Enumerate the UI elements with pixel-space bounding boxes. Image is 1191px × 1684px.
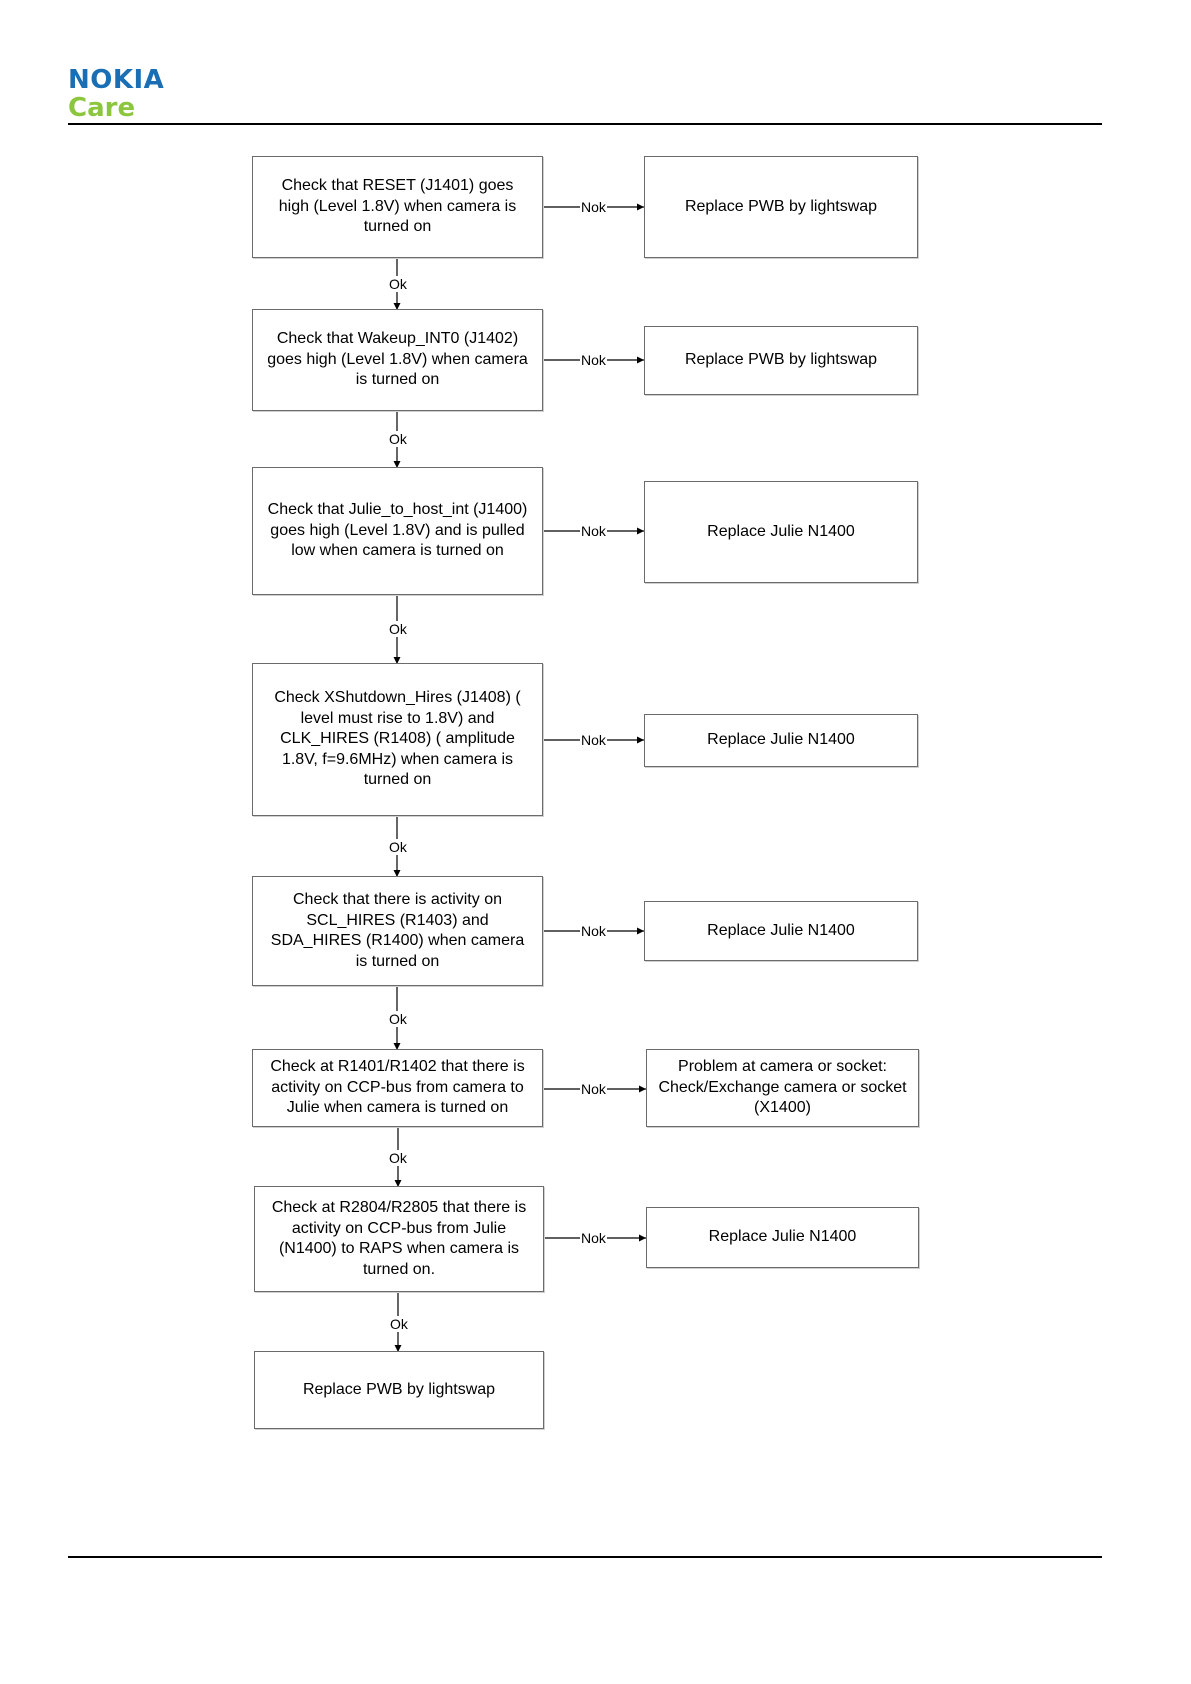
action-text-1: Replace PWB by lightswap <box>684 197 878 215</box>
nok-label-6: Nok <box>580 1081 607 1097</box>
check-reset-text: Check that RESET (J1401) goes high (Leve… <box>278 177 517 236</box>
action-box-6: Problem at camera or socket: Check/Excha… <box>646 1049 919 1127</box>
nok-label-7: Nok <box>580 1230 607 1246</box>
check-julie-int-text: Check that Julie_to_host_int (J1400) goe… <box>267 501 528 560</box>
ok-label-3: Ok <box>388 621 408 637</box>
check-scl-sda-box: Check that there is activity on SCL_HIRE… <box>252 876 543 986</box>
action-box-7: Replace Julie N1400 <box>646 1207 919 1268</box>
check-scl-sda-text: Check that there is activity on SCL_HIRE… <box>270 891 525 970</box>
nok-label-4: Nok <box>580 732 607 748</box>
ok-label-5: Ok <box>388 1011 408 1027</box>
check-ccp-raps-text: Check at R2804/R2805 that there is activ… <box>271 1199 527 1278</box>
check-ccp-camera-text: Check at R1401/R1402 that there is activ… <box>270 1058 525 1117</box>
action-box-4: Replace Julie N1400 <box>644 714 918 767</box>
action-box-1: Replace PWB by lightswap <box>644 156 918 258</box>
ok-label-4: Ok <box>388 839 408 855</box>
action-text-2: Replace PWB by lightswap <box>684 351 878 369</box>
nok-label-1: Nok <box>580 199 607 215</box>
nokia-care-logo: NOKIA Care <box>68 66 164 123</box>
ok-label-7: Ok <box>389 1316 409 1332</box>
header-rule <box>68 123 1102 125</box>
ok-label-6: Ok <box>388 1150 408 1166</box>
action-text-4: Replace Julie N1400 <box>707 731 855 749</box>
check-xshutdown-box: Check XShutdown_Hires (J1408) ( level mu… <box>252 663 543 816</box>
action-box-5: Replace Julie N1400 <box>644 901 918 961</box>
nok-label-5: Nok <box>580 923 607 939</box>
final-action-box: Replace PWB by lightswap <box>254 1351 544 1429</box>
check-wakeup-text: Check that Wakeup_INT0 (J1402) goes high… <box>267 330 528 389</box>
check-ccp-raps-box: Check at R2804/R2805 that there is activ… <box>254 1186 544 1292</box>
ok-label-1: Ok <box>388 276 408 292</box>
logo-brand-text: NOKIA <box>68 65 165 95</box>
check-ccp-camera-box: Check at R1401/R1402 that there is activ… <box>252 1049 543 1127</box>
action-text-3: Replace Julie N1400 <box>707 522 855 540</box>
final-action-text: Replace PWB by lightswap <box>302 1380 496 1398</box>
action-box-2: Replace PWB by lightswap <box>644 326 918 395</box>
ok-label-2: Ok <box>388 431 408 447</box>
nok-label-2: Nok <box>580 352 607 368</box>
footer-rule <box>68 1556 1102 1558</box>
action-text-5: Replace Julie N1400 <box>707 921 855 939</box>
action-text-6: Problem at camera or socket: Check/Excha… <box>658 1058 907 1117</box>
action-box-3: Replace Julie N1400 <box>644 481 918 583</box>
nok-label-3: Nok <box>580 523 607 539</box>
logo-sub-text: Care <box>68 93 136 123</box>
check-reset-box: Check that RESET (J1401) goes high (Leve… <box>252 156 543 258</box>
action-text-7: Replace Julie N1400 <box>708 1228 857 1246</box>
check-julie-int-box: Check that Julie_to_host_int (J1400) goe… <box>252 467 543 595</box>
check-xshutdown-text: Check XShutdown_Hires (J1408) ( level mu… <box>274 689 521 789</box>
check-wakeup-box: Check that Wakeup_INT0 (J1402) goes high… <box>252 309 543 411</box>
